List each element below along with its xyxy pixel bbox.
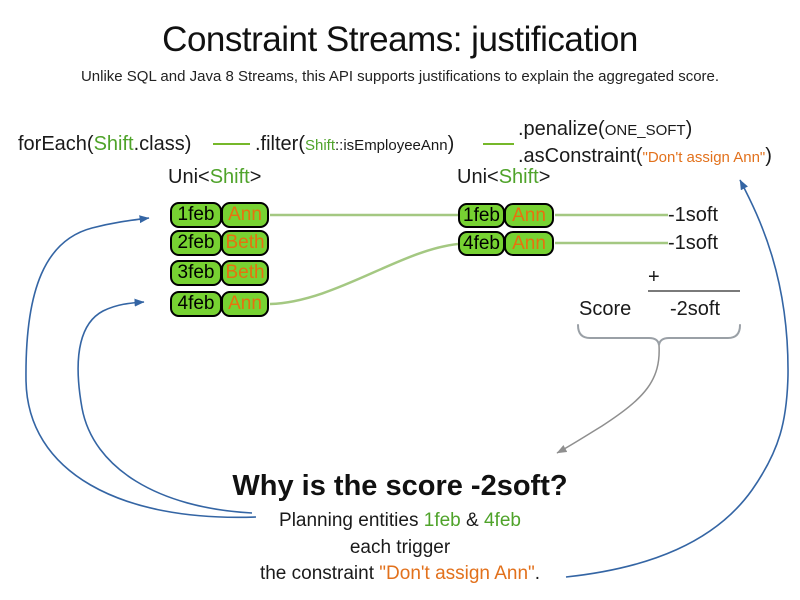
constraint-name: "Don't assign Ann"	[379, 563, 535, 584]
explanation-line-1: Planning entities 1feb & 4feb	[0, 510, 800, 532]
uni-post: >	[538, 166, 551, 188]
table-row: 4feb Ann	[458, 231, 554, 256]
uni-pre: Uni<	[168, 166, 210, 188]
shift-class-token: Shift	[93, 133, 134, 155]
match-score-2: -1soft	[668, 232, 719, 254]
date-cell: 4feb	[170, 291, 222, 317]
date-cell: 1feb	[170, 202, 222, 228]
arrow-brace-to-why	[556, 344, 660, 454]
match-score-1: -1soft	[668, 204, 719, 226]
subtitle: Unlike SQL and Java 8 Streams, this API …	[80, 68, 720, 85]
code-asconstraint: .asConstraint("Don't assign Ann")	[518, 145, 772, 168]
uni-right-label: Uni<Shift>	[457, 166, 550, 189]
entity-1feb: 1feb	[423, 510, 461, 531]
name-cell: Ann	[221, 202, 269, 228]
table-row: 3feb Beth	[170, 260, 269, 286]
date-cell: 4feb	[458, 231, 505, 256]
connector-4feb-match	[269, 242, 459, 306]
code-foreach-pre: forEach(	[18, 133, 94, 155]
table-row: 1feb Ann	[170, 202, 269, 228]
total-score: -2soft	[670, 298, 721, 320]
code-penalize-post: )	[685, 118, 693, 140]
code-filter-pre: .filter(	[255, 133, 305, 155]
table-row: 2feb Beth	[170, 230, 269, 256]
uni-left-label: Uni<Shift>	[168, 166, 261, 189]
name-cell: Ann	[504, 231, 554, 256]
name-cell: Beth	[221, 230, 269, 256]
line3-post: .	[534, 563, 541, 584]
code-foreach-post: .class)	[133, 133, 192, 155]
explanation-line-3: the constraint "Don't assign Ann".	[0, 563, 800, 585]
code-penalize-pre: .penalize(	[518, 118, 605, 140]
code-asconstraint-post: )	[765, 145, 772, 167]
line1-mid: &	[460, 510, 484, 531]
arrow-to-constraint	[565, 179, 789, 578]
line1-pre: Planning entities	[279, 510, 424, 531]
constraint-name-token: "Don't assign Ann"	[642, 149, 766, 166]
table-row: 4feb Ann	[170, 291, 269, 317]
explanation-line-2: each trigger	[349, 537, 451, 558]
line3-pre: the constraint	[259, 563, 380, 584]
code-filter-post: )	[447, 133, 455, 155]
name-cell: Ann	[221, 291, 269, 317]
why-heading: Why is the score -2soft?	[232, 470, 568, 502]
name-cell: Ann	[504, 203, 554, 228]
date-cell: 3feb	[170, 260, 222, 286]
one-soft-token: ONE_SOFT	[604, 122, 686, 139]
uni-pre: Uni<	[457, 166, 499, 188]
date-cell: 1feb	[458, 203, 505, 228]
code-filter-method: ::isEmployeeAnn	[335, 137, 448, 154]
arrow-to-4feb	[77, 298, 253, 514]
plus-sign: +	[648, 266, 660, 288]
name-cell: Beth	[221, 260, 269, 286]
date-cell: 2feb	[170, 230, 222, 256]
page-title: Constraint Streams: justification	[162, 20, 638, 59]
uni-type: Shift	[498, 166, 539, 188]
arrow-to-1feb	[25, 215, 257, 519]
code-penalize: .penalize(ONE_SOFT)	[518, 118, 692, 141]
uni-type: Shift	[209, 166, 250, 188]
code-foreach: forEach(Shift.class)	[18, 133, 191, 156]
uni-post: >	[249, 166, 262, 188]
code-filter: .filter(Shift::isEmployeeAnn)	[255, 133, 454, 156]
shift-class-token: Shift	[305, 137, 336, 154]
score-brace	[577, 324, 741, 346]
table-row: 1feb Ann	[458, 203, 554, 228]
code-asconstraint-pre: .asConstraint(	[518, 145, 643, 167]
entity-4feb: 4feb	[483, 510, 521, 531]
score-label: Score	[579, 298, 632, 320]
